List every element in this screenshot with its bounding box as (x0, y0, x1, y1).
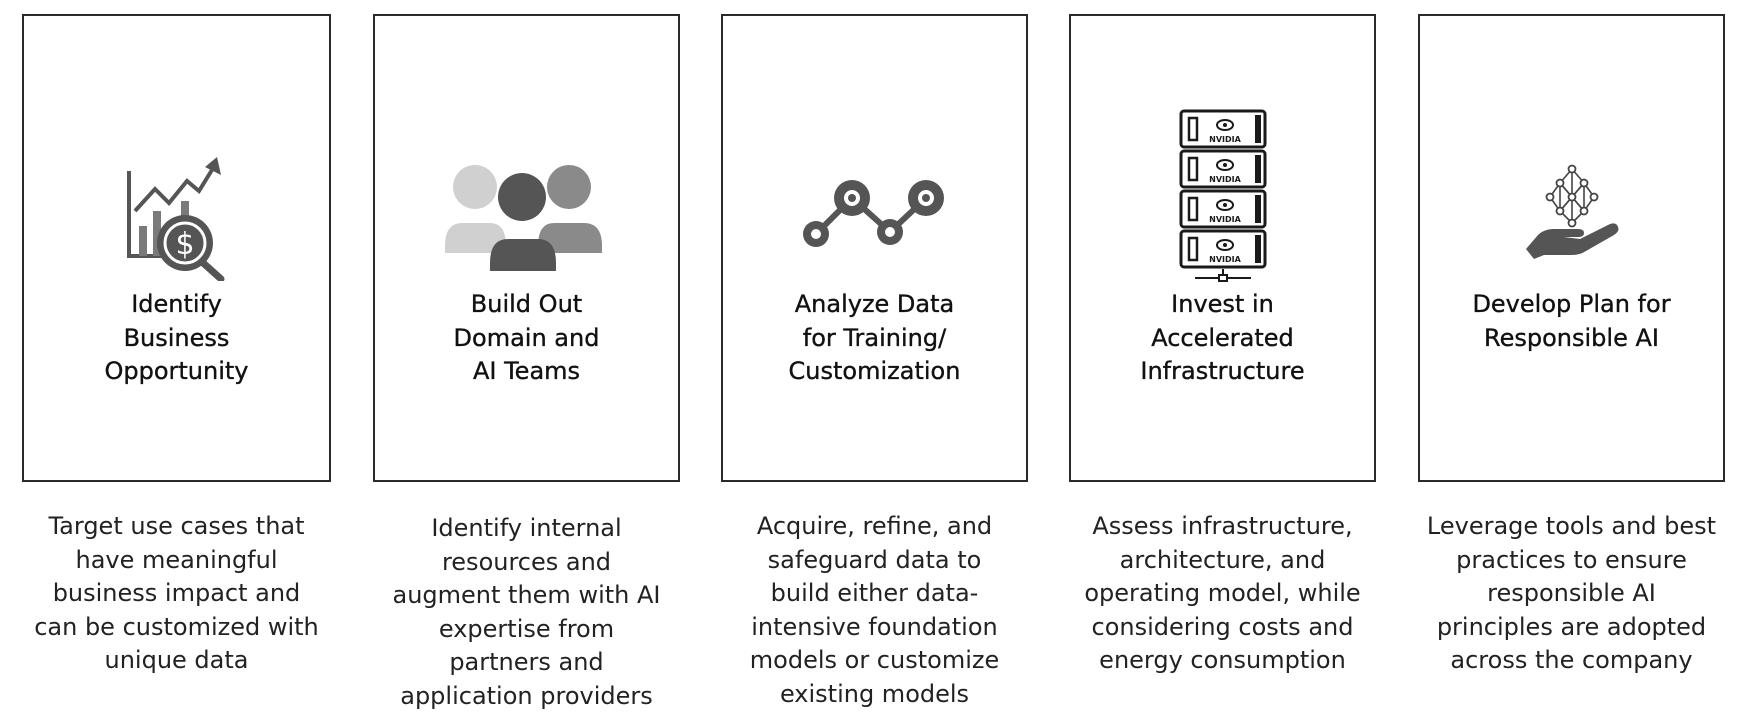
desc-line: expertise from (438, 614, 615, 643)
title-line: Customization (788, 357, 961, 385)
desc-line: partners and (449, 648, 604, 677)
card-title: Develop Plan for Responsible AI (1420, 288, 1723, 355)
card-identify-business-opportunity: $ Identify Business Opportunity (22, 14, 331, 482)
nvidia-server-rack-icon: NVIDIA NVIDIA NVIDIA (1071, 104, 1374, 289)
desc-line: Acquire, refine, and (756, 512, 993, 540)
desc-line: can be customized with (34, 612, 319, 641)
title-line: for Training/ (802, 323, 947, 352)
desc-line: Identify internal (431, 514, 622, 542)
desc-line: practices to ensure (1456, 545, 1687, 574)
desc-line: considering costs and (1091, 612, 1354, 641)
business-growth-dollar-magnifier-icon: $ (24, 141, 329, 291)
card-title: Invest in Accelerated Infrastructure (1071, 288, 1374, 389)
description-develop-plan-responsible-ai: Leverage tools and best practices to ens… (1408, 510, 1735, 678)
desc-line: models or customize (749, 646, 1000, 675)
desc-line: business impact and (52, 579, 301, 608)
title-line: Opportunity (104, 357, 249, 385)
desc-line: operating model, while (1084, 579, 1361, 608)
desc-line: build either data- (770, 579, 979, 608)
title-line: Business (123, 323, 230, 352)
desc-line: application providers (400, 681, 653, 710)
nvidia-label: NVIDIA (1209, 135, 1241, 144)
title-line: Domain and (453, 323, 600, 352)
data-nodes-icon (723, 141, 1026, 291)
desc-line: Assess infrastructure, (1092, 512, 1353, 540)
title-line: AI Teams (472, 357, 581, 385)
nvidia-label: NVIDIA (1209, 215, 1241, 224)
desc-line: Leverage tools and best (1426, 512, 1717, 540)
title-line: Build Out (470, 290, 583, 318)
title-line: Analyze Data (794, 290, 955, 318)
title-line: Develop Plan for (1472, 290, 1671, 318)
card-title: Identify Business Opportunity (24, 288, 329, 389)
title-line: Accelerated (1151, 323, 1294, 352)
desc-line: Target use cases that (48, 512, 305, 540)
hand-neural-network-icon (1420, 156, 1723, 266)
nvidia-label: NVIDIA (1209, 255, 1241, 264)
card-invest-accelerated-infrastructure: NVIDIA NVIDIA NVIDIA (1069, 14, 1376, 482)
desc-line: augment them with AI (392, 581, 661, 610)
card-title: Build Out Domain and AI Teams (375, 288, 678, 389)
description-build-out-domain-ai-teams: Identify internal resources and augment … (363, 512, 690, 714)
desc-line: principles are adopted (1436, 612, 1707, 641)
desc-line: responsible AI (1487, 579, 1656, 608)
svg-text:$: $ (175, 227, 194, 262)
nvidia-label: NVIDIA (1209, 175, 1241, 184)
card-analyze-data: Analyze Data for Training/ Customization (721, 14, 1028, 482)
card-develop-plan-responsible-ai: Develop Plan for Responsible AI (1418, 14, 1725, 482)
description-identify-business-opportunity: Target use cases that have meaningful bu… (12, 510, 341, 678)
desc-line: across the company (1450, 646, 1693, 675)
description-analyze-data: Acquire, refine, and safeguard data to b… (711, 510, 1038, 712)
title-line: Invest in (1171, 290, 1274, 318)
title-line: Identify (131, 290, 222, 318)
team-people-icon (375, 141, 678, 291)
card-title: Analyze Data for Training/ Customization (723, 288, 1026, 389)
desc-line: resources and (441, 547, 612, 576)
desc-line: energy consumption (1099, 646, 1346, 675)
desc-line: existing models (779, 679, 970, 708)
desc-line: intensive foundation (751, 612, 998, 641)
desc-line: safeguard data to (767, 545, 982, 574)
title-line: Infrastructure (1140, 357, 1305, 385)
desc-line: unique data (104, 646, 249, 675)
desc-line: have meaningful (75, 545, 278, 574)
description-invest-accelerated-infrastructure: Assess infrastructure, architecture, and… (1059, 510, 1386, 678)
card-build-out-domain-ai-teams: Build Out Domain and AI Teams (373, 14, 680, 482)
desc-line: architecture, and (1119, 545, 1326, 574)
title-line: Responsible AI (1484, 323, 1659, 352)
